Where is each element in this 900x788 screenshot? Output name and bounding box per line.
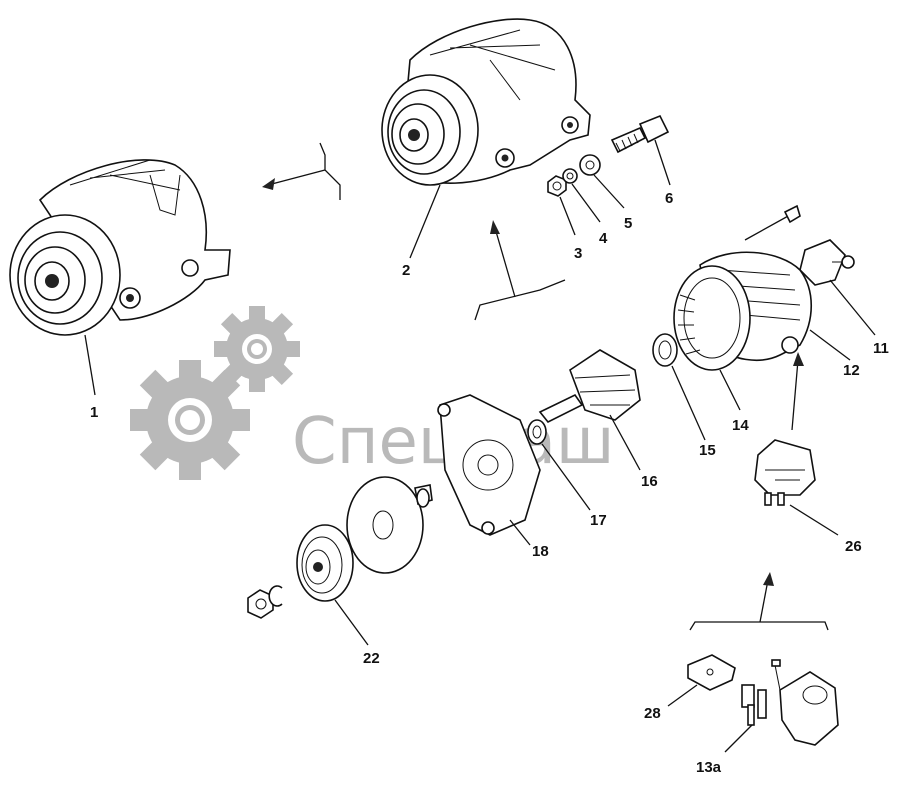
brush-holder-part-13a	[724, 684, 767, 753]
assembly-arrow	[474, 220, 566, 321]
callout-11: 11	[873, 340, 889, 357]
callout-28: 28	[644, 705, 661, 722]
bolt-part-6	[610, 114, 670, 154]
bearing-part-15	[652, 333, 706, 441]
nut-part-3	[547, 175, 567, 197]
callout-15: 15	[699, 442, 716, 459]
cover-plate-part-11	[744, 204, 876, 336]
spacer	[416, 488, 430, 508]
front-housing-part-18	[437, 394, 541, 546]
callout-5: 5	[624, 215, 632, 232]
pulley-part-22	[296, 524, 369, 646]
washer-part-17	[527, 419, 591, 511]
callout-18: 18	[532, 543, 549, 560]
regulator-part-28	[667, 654, 736, 707]
assembly-arrow	[791, 352, 804, 431]
callout-4: 4	[599, 230, 608, 247]
watermark-gear-icon	[130, 306, 300, 480]
callout-14: 14	[732, 417, 749, 434]
alternator-assembly-part-2	[381, 18, 591, 186]
callout-12: 12	[843, 362, 860, 379]
callout-17: 17	[590, 512, 607, 529]
stator-part-14	[673, 265, 751, 411]
callout-1: 1	[90, 404, 98, 421]
lock-washer-part-4	[562, 168, 578, 184]
leader-lines	[84, 139, 671, 396]
callout-26: 26	[845, 538, 862, 555]
assembly-arrow	[262, 142, 341, 200]
assembly-arrow	[689, 572, 829, 631]
callout-2: 2	[402, 262, 410, 279]
brush-housing	[771, 659, 839, 746]
rotor-part-16	[538, 349, 641, 471]
callout-13a: 13а	[696, 759, 722, 776]
callout-labels: 1 2 3 4 5 6 11 12 13а 14 15 16 17 18 22 …	[90, 190, 889, 776]
callout-22: 22	[363, 650, 380, 667]
pulley-nut	[247, 585, 283, 619]
callout-16: 16	[641, 473, 658, 490]
callout-3: 3	[574, 245, 582, 262]
washer-part-5	[579, 154, 601, 176]
alternator-assembly-part-1	[9, 159, 231, 336]
callout-6: 6	[665, 190, 673, 207]
regulator-part-26	[754, 439, 839, 536]
